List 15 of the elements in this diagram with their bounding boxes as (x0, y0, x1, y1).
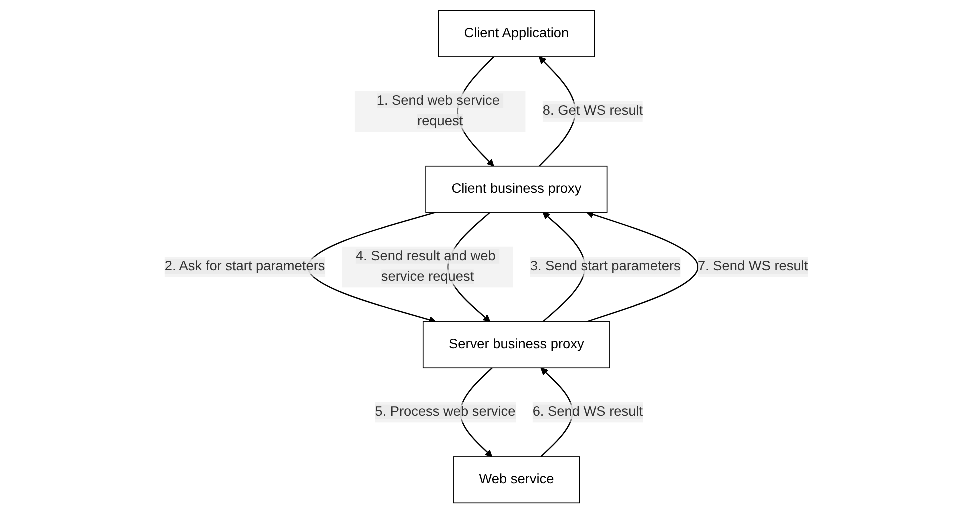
arrow (586, 211, 698, 323)
edge-label: 2. Ask for start parameters (164, 260, 325, 274)
node-box: Server business proxy (422, 322, 610, 369)
edge-label: 5. Process web service (374, 404, 516, 420)
edge-label: 8. Get WS result (542, 104, 643, 119)
node-box: Client Application (438, 10, 595, 58)
node-box: Web service (452, 456, 580, 504)
edge-label: 3. Send start parameters (530, 260, 680, 274)
edge-label: 6. Send WS result (532, 404, 643, 420)
node-box: Client business proxy (425, 166, 608, 213)
arrow (542, 212, 586, 322)
edge-label: 1. Send web service request (376, 94, 500, 129)
arrow (538, 56, 576, 167)
edge-label: 4. Send result and web service request (355, 249, 496, 284)
edge-label: 7. Send WS result (697, 260, 808, 274)
